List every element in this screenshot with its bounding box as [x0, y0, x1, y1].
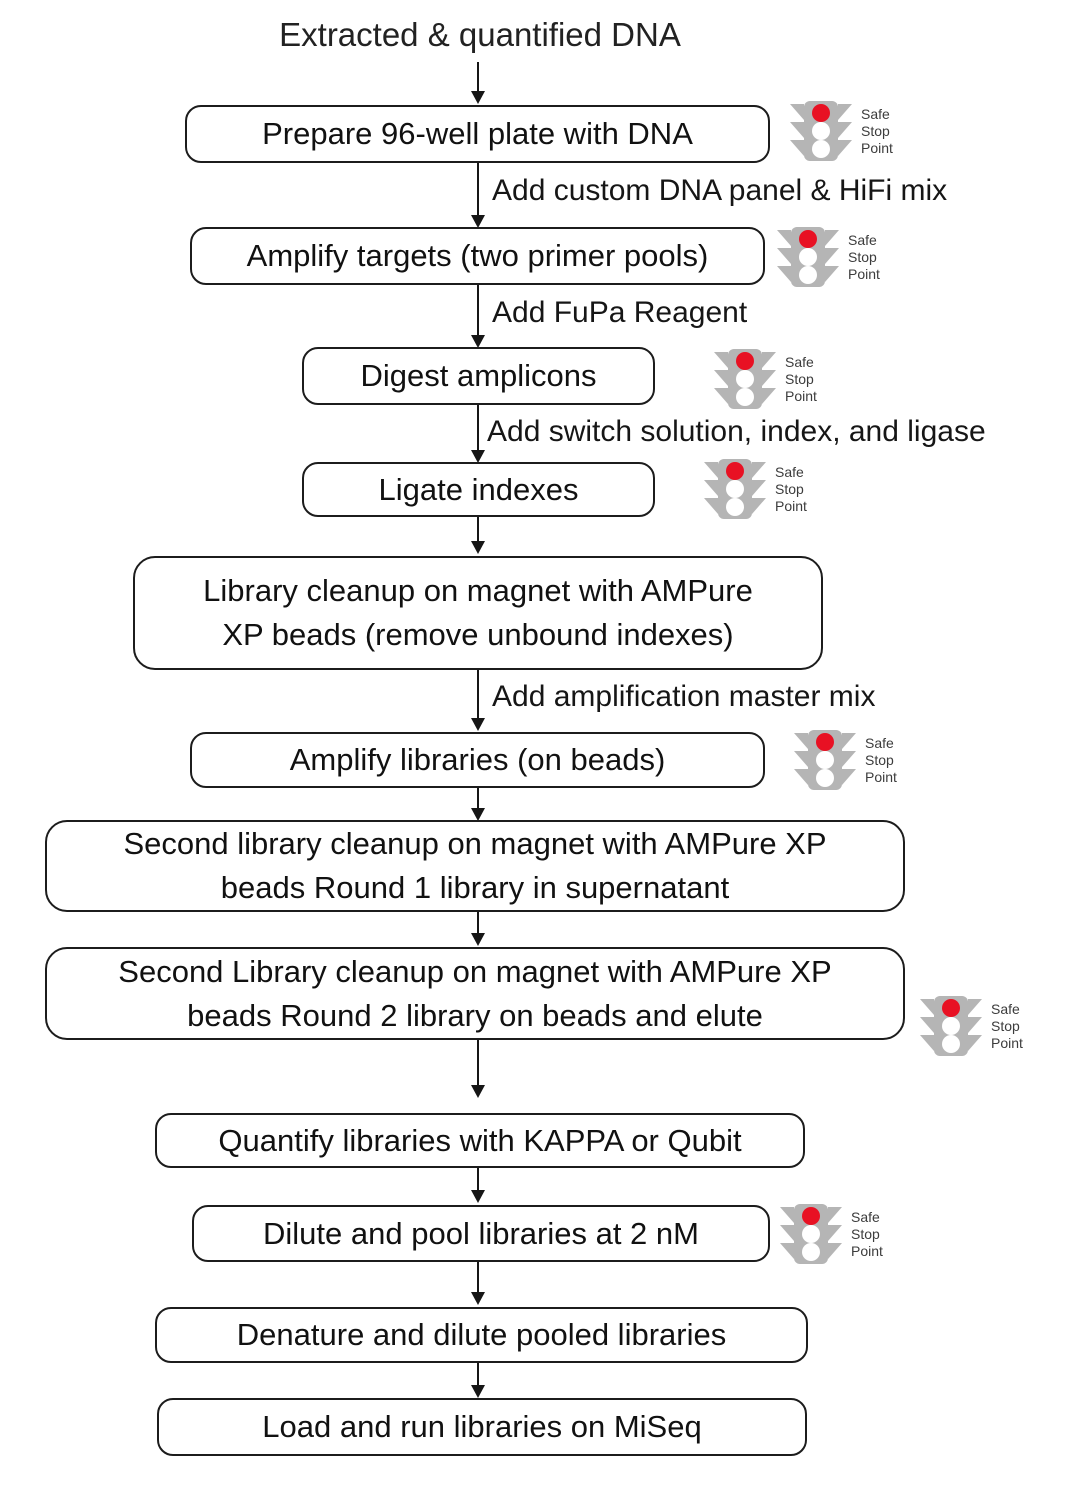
traffic-light-icon: [714, 349, 776, 409]
safe-stop-label: Safe: [848, 231, 877, 248]
traffic-light-icon: [920, 996, 982, 1056]
flow-step-load-run-miseq: Load and run libraries on MiSeq: [157, 1398, 807, 1456]
traffic-light-icon: [794, 730, 856, 790]
safe-stop-label: Safe: [785, 353, 814, 370]
safe-stop-point-marker: Safe Stop Point: [788, 100, 893, 162]
safe-stop-label: Stop: [848, 248, 877, 265]
traffic-light-icon: [780, 1204, 842, 1264]
safe-stop-label: Stop: [991, 1017, 1020, 1034]
arrow-head-icon: [471, 1085, 485, 1098]
safe-stop-label: Point: [848, 265, 880, 282]
safe-stop-point-marker: Safe Stop Point: [775, 226, 880, 288]
arrow-head-icon: [471, 933, 485, 946]
arrow-line: [477, 517, 479, 541]
safe-stop-label: Point: [851, 1242, 883, 1259]
safe-stop-label: Safe: [775, 463, 804, 480]
arrow-head-icon: [471, 450, 485, 463]
safe-stop-label: Stop: [865, 751, 894, 768]
edge-label-add-switch: Add switch solution, index, and ligase: [487, 415, 986, 448]
arrow-line: [477, 285, 479, 335]
step-label: Amplify libraries (on beads): [289, 742, 666, 777]
arrow-line: [477, 62, 479, 91]
safe-stop-label: Stop: [851, 1225, 880, 1242]
safe-stop-point-marker: Safe Stop Point: [918, 995, 1023, 1057]
step-label: Dilute and pool libraries at 2 nM: [263, 1215, 699, 1251]
arrow-line: [477, 788, 479, 808]
safe-stop-label: Point: [991, 1034, 1023, 1051]
step-label: Prepare 96-well plate with DNA: [262, 116, 693, 151]
arrow-line: [477, 1168, 479, 1190]
flow-step-second-cleanup-round1: Second library cleanup on magnet with AM…: [45, 820, 905, 912]
arrow-head-icon: [471, 1385, 485, 1398]
flow-step-ligate-indexes: Ligate indexes: [302, 462, 655, 517]
arrow-line: [477, 163, 479, 215]
safe-stop-label: Point: [775, 497, 807, 514]
step-label-line1: Library cleanup on magnet with AMPure: [203, 573, 753, 608]
step-label: Load and run libraries on MiSeq: [262, 1409, 702, 1444]
flow-step-amplify-libraries: Amplify libraries (on beads): [190, 732, 765, 788]
step-label: Quantify libraries with KAPPA or Qubit: [218, 1122, 742, 1158]
flow-step-amplify-targets: Amplify targets (two primer pools): [190, 227, 765, 285]
step-label-line1: Second Library cleanup on magnet with AM…: [118, 953, 832, 989]
flow-step-second-cleanup-round2: Second Library cleanup on magnet with AM…: [45, 947, 905, 1040]
step-label: Denature and dilute pooled libraries: [236, 1317, 727, 1352]
edge-label-add-panel: Add custom DNA panel & HiFi mix: [492, 174, 948, 207]
step-label-line2: XP beads (remove unbound indexes): [222, 617, 734, 652]
arrow-head-icon: [471, 718, 485, 731]
safe-stop-point-marker: Safe Stop Point: [712, 348, 817, 410]
edge-label-add-master-mix: Add amplification master mix: [492, 680, 876, 713]
flow-step-denature-dilute: Denature and dilute pooled libraries: [155, 1307, 808, 1363]
safe-stop-label: Safe: [861, 105, 890, 122]
safe-stop-label: Safe: [865, 734, 894, 751]
arrow-head-icon: [471, 91, 485, 104]
safe-stop-point-marker: Safe Stop Point: [792, 729, 897, 791]
arrow-head-icon: [471, 541, 485, 554]
safe-stop-label: Safe: [991, 1000, 1020, 1017]
arrow-line: [477, 1363, 479, 1385]
arrow-line: [477, 912, 479, 933]
safe-stop-label: Point: [865, 768, 897, 785]
safe-stop-label: Point: [785, 387, 817, 404]
step-label: Amplify targets (two primer pools): [246, 238, 709, 273]
step-label-line2: beads Round 1 library in supernatant: [220, 870, 730, 905]
step-label-line2: beads Round 2 library on beads and elute: [187, 997, 763, 1033]
safe-stop-label: Safe: [851, 1208, 880, 1225]
traffic-light-icon: [704, 459, 766, 519]
arrow-head-icon: [471, 335, 485, 348]
flow-step-library-cleanup: Library cleanup on magnet with AMPure XP…: [133, 556, 823, 670]
safe-stop-label: Point: [861, 139, 893, 156]
safe-stop-label: Stop: [775, 480, 804, 497]
edge-label-add-fupa: Add FuPa Reagent: [492, 296, 748, 329]
step-label-line1: Second library cleanup on magnet with AM…: [123, 826, 827, 861]
safe-stop-point-marker: Safe Stop Point: [702, 458, 807, 520]
step-label: Digest amplicons: [360, 358, 597, 393]
safe-stop-point-marker: Safe Stop Point: [778, 1203, 883, 1265]
arrow-line: [477, 670, 479, 718]
arrow-head-icon: [471, 808, 485, 821]
arrow-head-icon: [471, 1292, 485, 1305]
arrow-line: [477, 405, 479, 450]
traffic-light-icon: [777, 227, 839, 287]
flow-step-prepare-plate: Prepare 96-well plate with DNA: [185, 105, 770, 163]
flow-title: Extracted & quantified DNA: [279, 16, 681, 53]
safe-stop-label: Stop: [861, 122, 890, 139]
arrow-line: [477, 1262, 479, 1292]
safe-stop-label: Stop: [785, 370, 814, 387]
flow-step-dilute-pool: Dilute and pool libraries at 2 nM: [192, 1205, 770, 1262]
flow-step-quantify-libraries: Quantify libraries with KAPPA or Qubit: [155, 1113, 805, 1168]
arrow-head-icon: [471, 1190, 485, 1203]
step-label: Ligate indexes: [378, 471, 579, 507]
flow-step-digest-amplicons: Digest amplicons: [302, 347, 655, 405]
traffic-light-icon: [790, 101, 852, 161]
arrow-head-icon: [471, 215, 485, 228]
arrow-line: [477, 1040, 479, 1085]
